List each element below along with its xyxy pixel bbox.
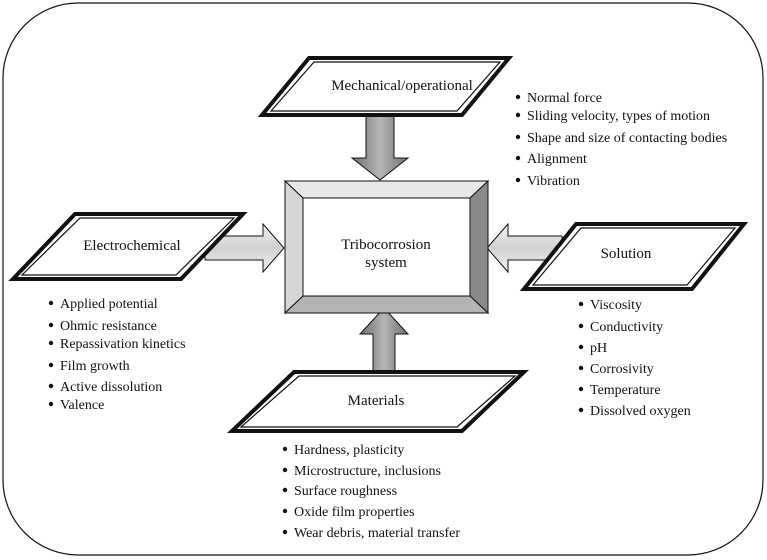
list-item: Conductivity <box>578 320 663 335</box>
list-item: Normal force <box>515 91 602 106</box>
svg-text:Active dissolution: Active dissolution <box>60 380 162 395</box>
svg-text:Valence: Valence <box>60 398 104 413</box>
svg-text:Alignment: Alignment <box>527 152 587 167</box>
center-tribocorrosion-box: Tribocorrosion system <box>283 179 490 315</box>
mechanical-label: Mechanical/operational <box>331 78 473 94</box>
svg-text:Viscosity: Viscosity <box>590 298 642 313</box>
svg-text:pH: pH <box>590 341 607 356</box>
list-item: Applied potential <box>48 297 158 312</box>
list-item: Valence <box>48 398 104 413</box>
list-item: Wear debris, material transfer <box>282 526 460 541</box>
svg-text:Shape and size of contacting b: Shape and size of contacting bodies <box>527 131 727 146</box>
electrochemical-factors-list: Applied potential Ohmic resistance Repas… <box>48 297 186 413</box>
materials-label: Materials <box>348 393 405 409</box>
svg-text:Microstructure, inclusions: Microstructure, inclusions <box>294 464 441 479</box>
arrow-mechanical-to-center <box>350 113 410 181</box>
list-item: Corrosivity <box>578 362 654 377</box>
list-item: Repassivation kinetics <box>48 337 186 352</box>
materials-box: Materials <box>226 370 530 433</box>
svg-text:Repassivation kinetics: Repassivation kinetics <box>60 337 186 352</box>
mechanical-operational-box: Mechanical/operational <box>257 56 514 117</box>
center-label-line2: system <box>365 255 407 271</box>
mechanical-factors-list: Normal force Sliding velocity, types of … <box>515 91 727 189</box>
svg-text:Film growth: Film growth <box>60 359 130 374</box>
arrow-materials-to-center <box>358 307 410 379</box>
svg-text:Conductivity: Conductivity <box>590 320 663 335</box>
list-item: Surface roughness <box>282 484 397 499</box>
list-item: Shape and size of contacting bodies <box>515 131 727 146</box>
list-item: Hardness, plasticity <box>282 443 404 458</box>
solution-label: Solution <box>601 246 652 262</box>
list-item: Microstructure, inclusions <box>282 464 441 479</box>
solution-box: Solution <box>519 222 749 291</box>
list-item: Viscosity <box>578 298 642 313</box>
list-item: Temperature <box>578 383 661 398</box>
svg-text:Sliding velocity, types of mot: Sliding velocity, types of motion <box>527 109 710 124</box>
list-item: Film growth <box>48 359 130 374</box>
svg-text:Normal force: Normal force <box>527 91 602 106</box>
electrochemical-label: Electrochemical <box>83 238 180 254</box>
electrochemical-box: Electrochemical <box>8 212 248 281</box>
svg-text:Oxide film properties: Oxide film properties <box>294 505 415 520</box>
list-item: Active dissolution <box>48 380 162 395</box>
list-item: pH <box>578 341 607 356</box>
svg-text:Vibration: Vibration <box>527 174 580 189</box>
list-item: Dissolved oxygen <box>578 404 691 419</box>
svg-text:Ohmic resistance: Ohmic resistance <box>60 319 157 334</box>
list-item: Oxide film properties <box>282 505 415 520</box>
svg-text:Wear debris, material transfer: Wear debris, material transfer <box>294 526 460 541</box>
list-item: Sliding velocity, types of motion <box>515 109 710 124</box>
materials-factors-list: Hardness, plasticity Microstructure, inc… <box>282 443 460 541</box>
list-item: Ohmic resistance <box>48 319 157 334</box>
svg-text:Dissolved oxygen: Dissolved oxygen <box>590 404 691 419</box>
svg-text:Hardness, plasticity: Hardness, plasticity <box>294 443 404 458</box>
svg-text:Corrosivity: Corrosivity <box>590 362 654 377</box>
solution-factors-list: Viscosity Conductivity pH Corrosivity Te… <box>578 298 691 419</box>
svg-text:Applied potential: Applied potential <box>60 297 158 312</box>
list-item: Vibration <box>515 174 580 189</box>
svg-text:Temperature: Temperature <box>590 383 661 398</box>
list-item: Alignment <box>515 152 587 167</box>
svg-text:Surface roughness: Surface roughness <box>294 484 397 499</box>
center-label-line1: Tribocorrosion <box>341 237 431 253</box>
